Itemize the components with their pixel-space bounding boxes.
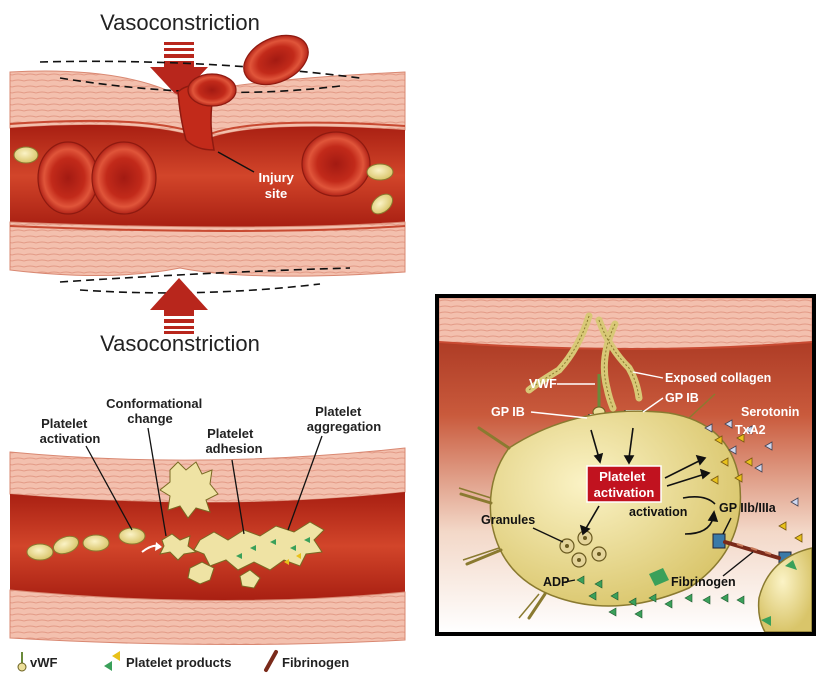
conformational-change-label: Conformational change [106, 396, 206, 426]
inset-exposed-collagen-label: Exposed collagen [665, 371, 771, 385]
inset-gp-ib-right-label: GP IB [665, 391, 699, 405]
platelet-activation-box-label-1: Platelet [599, 469, 646, 484]
platelet-activation-inset: Platelet activation [435, 294, 816, 636]
inset-fibrinogen-label: Fibrinogen [671, 575, 736, 589]
legend-vwf: vWF [30, 655, 58, 670]
vwf-legend-icon [18, 652, 26, 671]
legend: vWF Platelet products Fibrinogen [18, 651, 349, 671]
inset-serotonin-label: Serotonin [741, 405, 799, 419]
inset-gp-ib-left-label: GP IB [491, 405, 525, 419]
platelet-plug-panel: Platelet activation Conformational chang… [10, 396, 405, 645]
legend-platelet-products: Platelet products [126, 655, 231, 670]
inset-activation-label: activation [629, 505, 687, 519]
platelet-adhesion-label: Platelet adhesion [205, 426, 262, 456]
inset-granules-label: Granules [481, 513, 535, 527]
fibrinogen-legend-icon [266, 652, 276, 670]
platelet-aggregation-label: Platelet aggregation [307, 404, 381, 434]
platelet-products-legend-icon [104, 651, 120, 671]
legend-fibrinogen: Fibrinogen [282, 655, 349, 670]
vasoconstriction-title-top: Vasoconstriction [100, 10, 260, 35]
vasoconstriction-up-arrow [150, 278, 208, 334]
inset-vessel-wall [439, 298, 812, 349]
inset-txa2-label: TxA2 [735, 423, 766, 437]
vasoconstriction-panel: Vasoconstriction [10, 10, 405, 356]
svg-text:Platelet activation: Platelet activation [594, 469, 655, 500]
middle-labels: Platelet activation Conformational chang… [40, 396, 382, 456]
platelet-activation-label: Platelet activation [40, 416, 101, 446]
inset-gp-iib-iiia-label: GP IIb/IIIa [719, 501, 777, 515]
platelet-activation-box-label-2: activation [594, 485, 655, 500]
inset-vwf-label: VWF [529, 377, 557, 391]
vasoconstriction-title-bottom: Vasoconstriction [100, 331, 260, 356]
